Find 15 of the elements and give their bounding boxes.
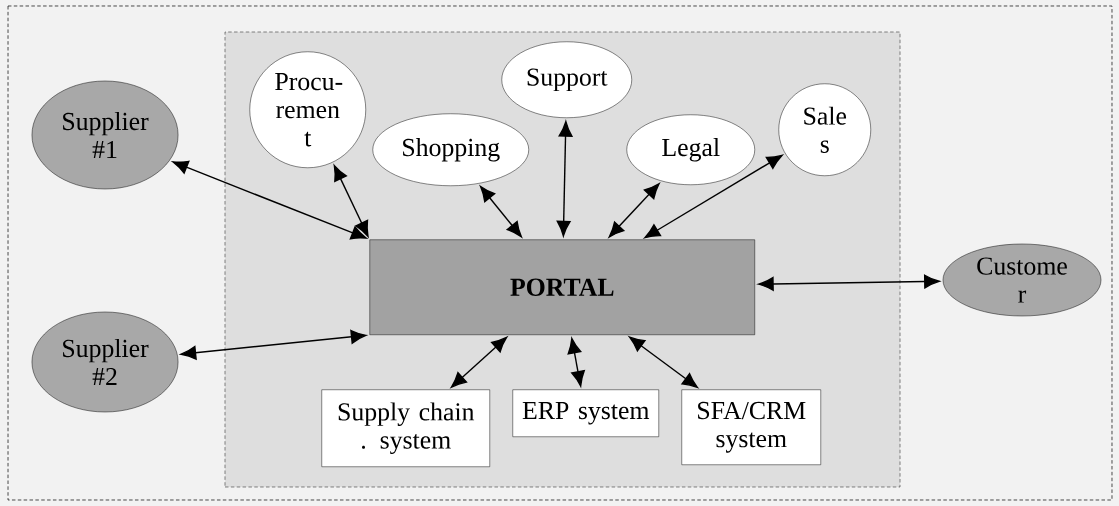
arrow	[567, 337, 585, 387]
arrow	[172, 160, 367, 240]
arrow	[556, 121, 573, 237]
arrow	[479, 185, 522, 238]
portal-box: PORTAL	[369, 239, 755, 335]
arrow	[333, 164, 369, 237]
arrow	[450, 336, 508, 388]
arrow	[758, 274, 940, 291]
arrow	[608, 183, 660, 238]
arrow	[180, 329, 367, 360]
system-box: Supply chain . system	[321, 389, 490, 467]
arrow	[628, 336, 699, 388]
system-box: SFA/CRM system	[681, 389, 821, 465]
system-box: ERP system	[512, 389, 659, 437]
arrow	[644, 154, 783, 239]
